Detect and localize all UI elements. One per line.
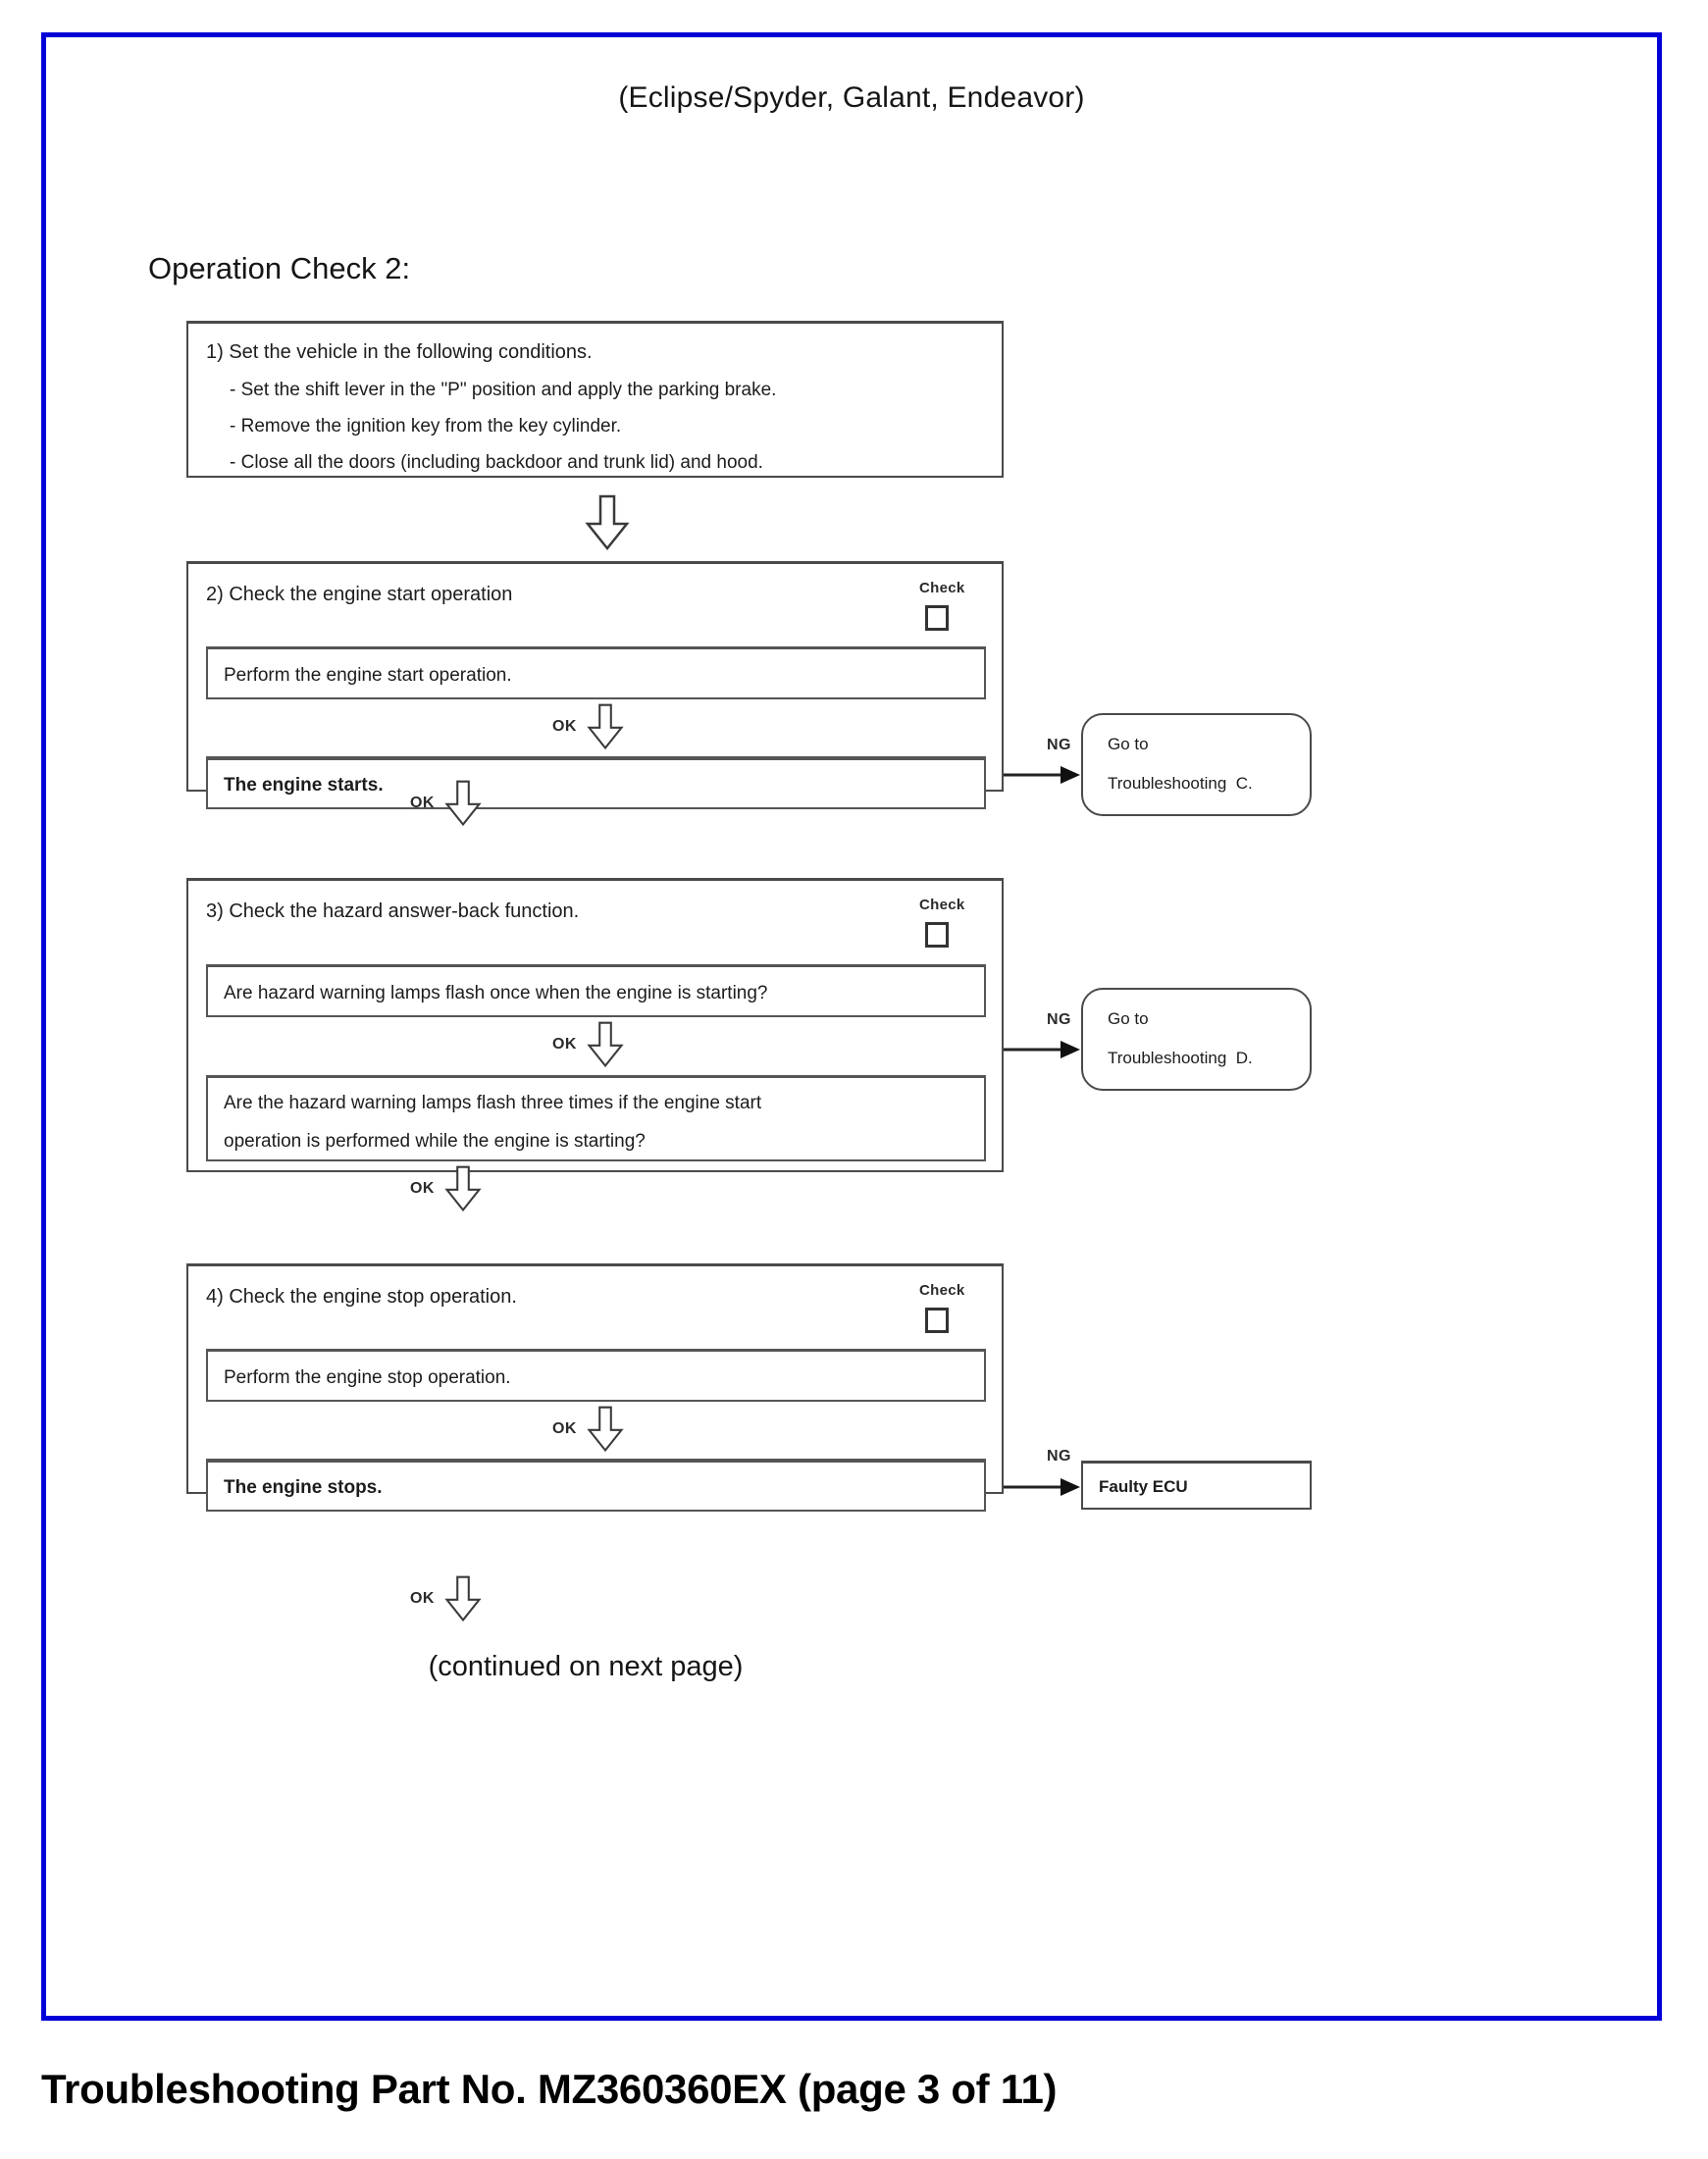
step-4-ng-arrow <box>1004 1475 1080 1499</box>
flow-ok-label-step2-to-step3: OK <box>410 795 435 811</box>
step-2-ng-target-line-1: Go to <box>1108 735 1149 753</box>
step-2-ng-target-line-2: Troubleshooting C. <box>1108 774 1253 793</box>
step-2-ng-target-box: Go to Troubleshooting C. <box>1081 713 1312 816</box>
step-4-result-box: The engine stops. <box>206 1459 986 1512</box>
step-2-heading: 2) Check the engine start operation <box>206 584 513 605</box>
step-3-question-2-line-1: Are the hazard warning lamps flash three… <box>224 1093 762 1113</box>
step-2-result-box: The engine starts. <box>206 756 986 809</box>
step-3-heading: 3) Check the hazard answer-back function… <box>206 900 580 922</box>
step-3-question-1-text: Are hazard warning lamps flash once when… <box>224 983 768 1003</box>
document-page-border: (Eclipse/Spyder, Galant, Endeavor) Opera… <box>41 32 1662 2021</box>
page-title: Operation Check 2: <box>148 251 411 285</box>
flow-arrow-final <box>444 1575 482 1622</box>
step-3-ng-target-line-1: Go to <box>1108 1009 1149 1028</box>
step-4-action-text: Perform the engine stop operation. <box>224 1367 511 1388</box>
step-3-question-1-box: Are hazard warning lamps flash once when… <box>206 964 986 1017</box>
step-2-checkbox[interactable] <box>925 605 949 631</box>
step-4-heading: 4) Check the engine stop operation. <box>206 1286 517 1308</box>
step-4-ng-target-line-1: Faulty ECU <box>1099 1477 1188 1496</box>
flow-arrow-step2-to-step3 <box>444 780 482 827</box>
flow-ok-label-step3-to-step4: OK <box>410 1180 435 1197</box>
step-2-box: 2) Check the engine start operation Chec… <box>186 561 1004 809</box>
step-4-box: 4) Check the engine stop operation. Chec… <box>186 1263 1004 1512</box>
flow-arrow-step1-to-step2 <box>585 494 630 551</box>
step-4-action-box: Perform the engine stop operation. <box>206 1349 986 1402</box>
step-4-result-text: The engine stops. <box>224 1477 383 1498</box>
step-4-ok-arrow <box>587 1406 624 1453</box>
step-3-check-label: Check <box>919 897 965 913</box>
step-2-ok-label: OK <box>552 718 577 735</box>
step-3-ng-target-line-2: Troubleshooting D. <box>1108 1049 1253 1067</box>
step-3-ng-target-box: Go to Troubleshooting D. <box>1081 988 1312 1091</box>
step-2-action-box: Perform the engine start operation. <box>206 646 986 699</box>
step-3-question-2-line-2: operation is performed while the engine … <box>224 1131 646 1152</box>
step-3-ng-label: NG <box>1047 1011 1071 1028</box>
step-2-result-text: The engine starts. <box>224 775 384 796</box>
step-4-ng-label: NG <box>1047 1448 1071 1465</box>
step-4-ok-label: OK <box>552 1420 577 1437</box>
step-3-question-2-box: Are the hazard warning lamps flash three… <box>206 1075 986 1161</box>
step-4-checkbox[interactable] <box>925 1308 949 1333</box>
step-2-action-text: Perform the engine start operation. <box>224 665 512 686</box>
step-3-ok-label: OK <box>552 1036 577 1053</box>
step-3-ok-arrow <box>587 1021 624 1068</box>
step-3-ng-arrow <box>1004 1038 1080 1061</box>
step-3-box: 3) Check the hazard answer-back function… <box>186 878 1004 1172</box>
step-2-ok-arrow <box>587 703 624 750</box>
flow-ok-label-final: OK <box>410 1590 435 1607</box>
footer-part-number: Troubleshooting Part No. MZ360360EX (pag… <box>41 2066 1058 2112</box>
step-1-bullet-3: - Close all the doors (including backdoo… <box>230 452 763 473</box>
document-subtitle: (Eclipse/Spyder, Galant, Endeavor) <box>618 81 1085 114</box>
step-1-bullet-1: - Set the shift lever in the "P" positio… <box>230 380 777 400</box>
step-2-ng-label: NG <box>1047 737 1071 753</box>
step-3-checkbox[interactable] <box>925 922 949 948</box>
continued-on-next-page-note: (continued on next page) <box>428 1651 744 1682</box>
step-2-check-label: Check <box>919 580 965 596</box>
step-2-ng-arrow <box>1004 763 1080 787</box>
step-1-bullet-2: - Remove the ignition key from the key c… <box>230 416 622 437</box>
flow-arrow-step3-to-step4 <box>444 1165 482 1212</box>
step-4-ng-target-box: Faulty ECU <box>1081 1461 1312 1510</box>
step-4-check-label: Check <box>919 1282 965 1299</box>
step-1-heading: 1) Set the vehicle in the following cond… <box>206 341 593 363</box>
step-1-box: 1) Set the vehicle in the following cond… <box>186 321 1004 478</box>
